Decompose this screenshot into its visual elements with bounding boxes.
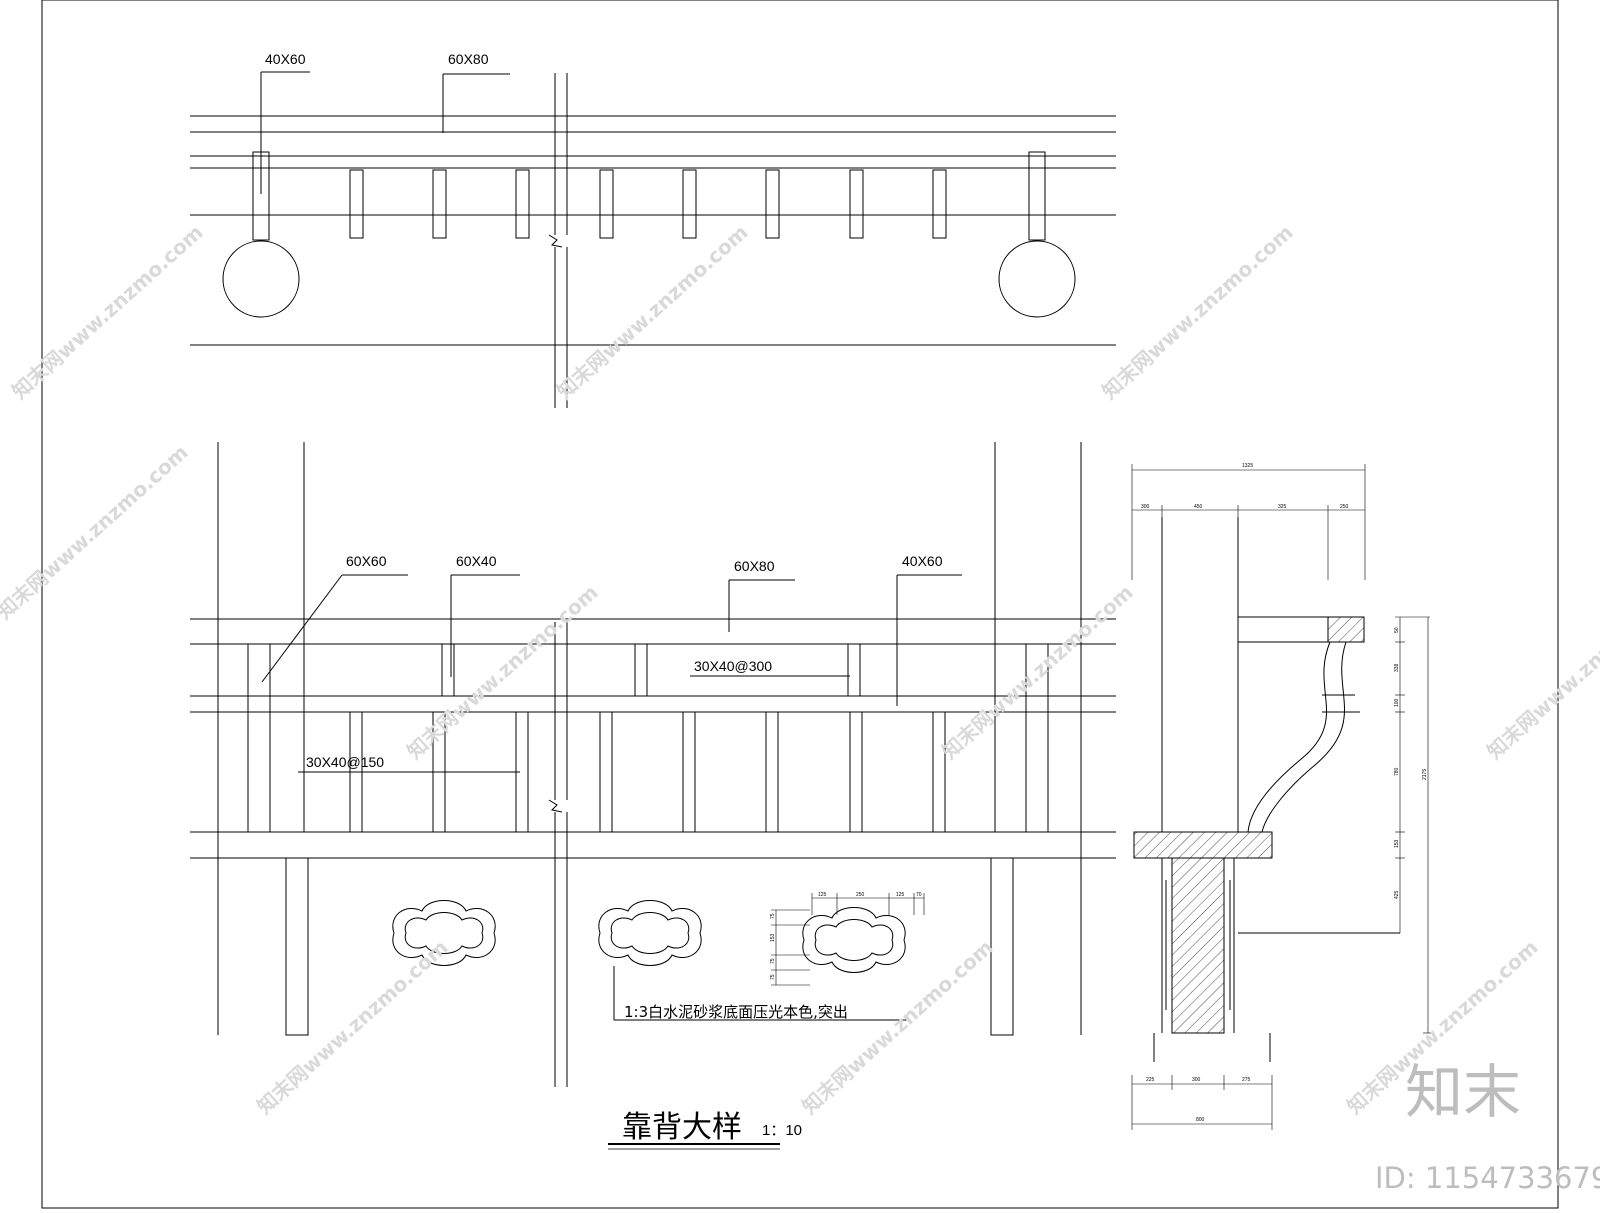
dim-section-right-4: 153 (1394, 839, 1400, 848)
watermark-3: 知末网www.znzmo.com (1097, 220, 1297, 404)
dim-section-bottom-0: 225 (1146, 1077, 1155, 1083)
dim-cloud-h-3: 70 (916, 892, 922, 898)
watermark-5: 知末网www.znzmo.com (402, 580, 602, 764)
front-elevation (190, 442, 1116, 1087)
material-note: 1:3白水泥砂浆底面压光本色,突出 (624, 1003, 848, 1021)
label-60x80: 60X80 (734, 558, 775, 574)
watermarks: 知末网www.znzmo.com 知末网www.znzmo.com 知末网www… (0, 220, 1600, 1119)
dim-cloud-v-0: 75 (770, 913, 776, 919)
watermark-2: 知末网www.znzmo.com (552, 220, 752, 404)
dim-cloud-h-0: 125 (818, 892, 827, 898)
dim-cloud-v-2: 75 (770, 958, 776, 964)
label-60x40: 60X40 (456, 553, 497, 569)
post-ball-left (222, 240, 300, 318)
top-elevation (190, 71, 1116, 408)
dim-section-right-5: 425 (1394, 890, 1400, 899)
drawing-title: 靠背大样 (622, 1110, 742, 1145)
label-30x40-300: 30X40@300 (694, 658, 772, 674)
dim-section-top-4: 250 (1340, 504, 1349, 510)
cloud-dimensions (771, 893, 925, 986)
drawing-frame (41, 0, 1559, 1209)
label-60x60: 60X60 (346, 553, 387, 569)
dim-section-right-3: 780 (1394, 767, 1400, 776)
dim-cloud-v-1: 153 (770, 933, 776, 942)
dim-cloud-h-1: 250 (856, 892, 865, 898)
label-40x60-top: 40X60 (265, 51, 306, 67)
dim-section-top-1: 300 (1141, 504, 1150, 510)
label-60x80-top: 60X80 (448, 51, 489, 67)
dim-section-total-top: 1325 (1242, 463, 1253, 469)
watermark-6: 知末网www.znzmo.com (937, 580, 1137, 764)
watermark-1: 知末网www.znzmo.com (7, 220, 207, 404)
dim-section-right-2: 100 (1394, 698, 1400, 707)
dim-section-right-0: 50 (1394, 627, 1400, 633)
dim-section-bottom-1: 300 (1192, 1077, 1201, 1083)
cloud-motif-2 (598, 900, 702, 966)
watermark-8: 知末网www.znzmo.com (252, 935, 452, 1119)
post-ball-right (998, 240, 1076, 318)
dim-section-right-1: 338 (1394, 663, 1400, 672)
drawing-scale: 1：10 (762, 1122, 802, 1139)
dim-section-overall-height: 2175 (1422, 769, 1428, 780)
cloud-motifs (392, 893, 925, 986)
dim-cloud-h-2: 125 (896, 892, 905, 898)
cloud-motif-3 (802, 907, 906, 973)
cloud-motif-1 (392, 900, 496, 966)
dim-section-top-2: 450 (1194, 504, 1203, 510)
watermark-9: 知末网www.znzmo.com (797, 935, 997, 1119)
watermark-4: 知末网www.znzmo.com (0, 440, 193, 624)
watermark-id: ID: 1154733679 (1375, 1161, 1600, 1195)
section-view (1131, 464, 1433, 1130)
dim-cloud-v-3: 75 (770, 974, 776, 980)
label-40x60: 40X60 (902, 553, 943, 569)
dim-section-bottom-2: 275 (1242, 1077, 1251, 1083)
watermark-logo: 知末 (1405, 1058, 1521, 1126)
dim-section-top-3: 325 (1278, 504, 1287, 510)
dim-section-bottom-total: 800 (1196, 1117, 1205, 1123)
label-30x40-150: 30X40@150 (306, 754, 384, 770)
watermark-7: 知末网www.znzmo.com (1482, 580, 1600, 764)
